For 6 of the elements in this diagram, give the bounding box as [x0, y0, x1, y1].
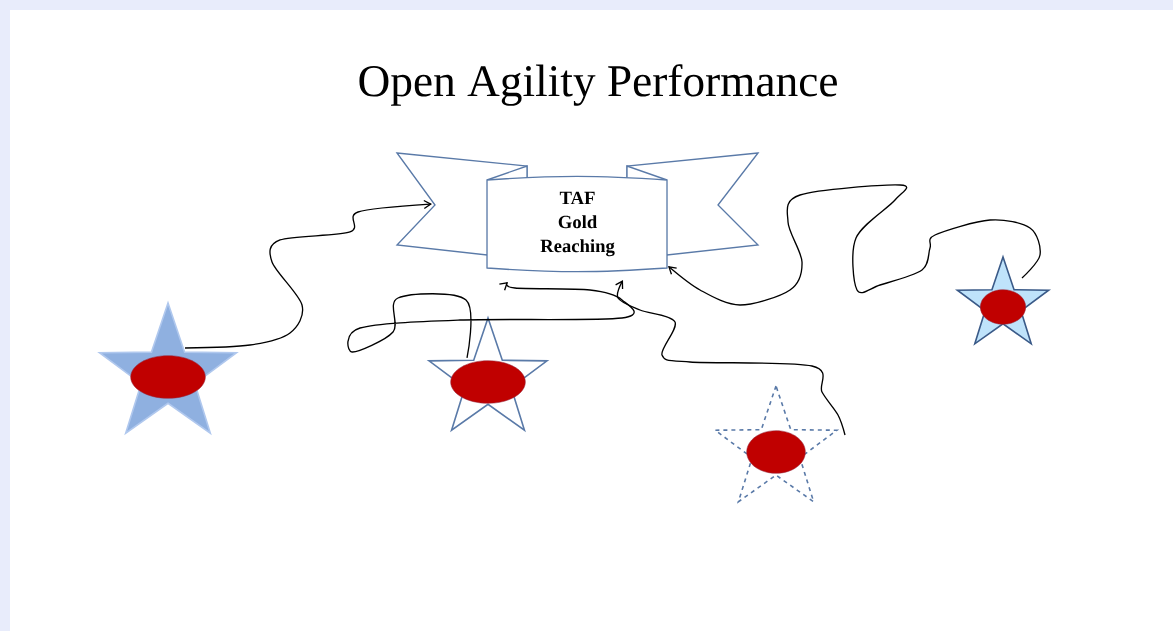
banner-ribbon: TAF Gold Reaching — [395, 152, 760, 273]
title: Open Agility Performance — [359, 64, 837, 106]
arrow — [184, 199, 432, 349]
arrow — [347, 282, 635, 359]
arrow — [614, 280, 846, 436]
arrow — [668, 184, 1041, 306]
